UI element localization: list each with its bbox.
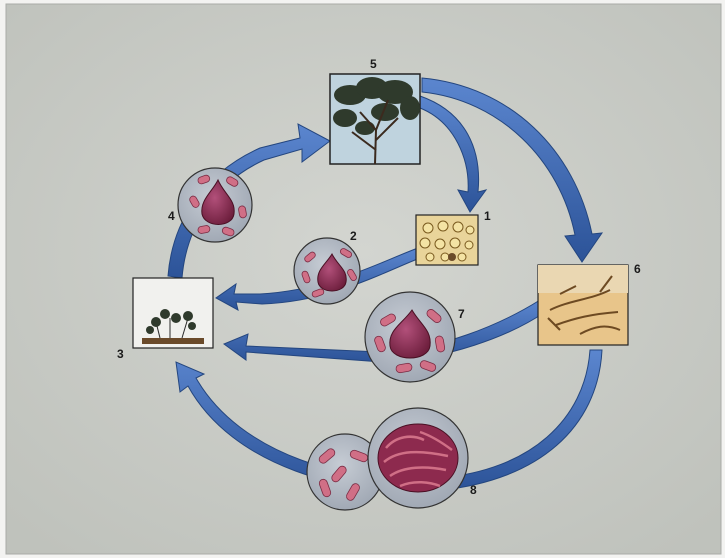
label-7: 7 [458, 307, 465, 321]
label-3: 3 [117, 347, 124, 361]
panel-6-soil: 6 [538, 262, 641, 345]
label-4: 4 [168, 209, 175, 223]
label-8: 8 [470, 483, 477, 497]
label-2: 2 [350, 229, 357, 243]
label-6: 6 [634, 262, 641, 276]
label-5: 5 [370, 57, 377, 71]
label-1: 1 [484, 209, 491, 223]
